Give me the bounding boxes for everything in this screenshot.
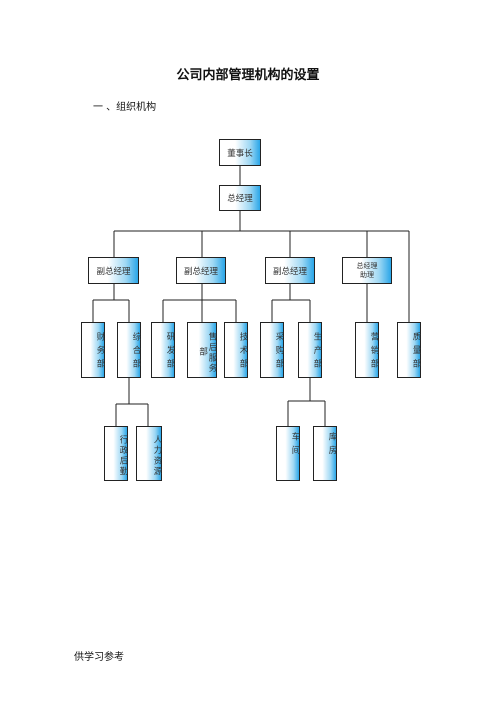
after-sales-dept-box: 售后服务部 — [187, 322, 217, 378]
technology-dept-box: 技术部 — [224, 322, 248, 378]
admin-logistics-box: 行政后勤 — [104, 426, 128, 481]
gm-assistant-line1: 总经理 — [356, 262, 378, 271]
vice-general-manager-box-3: 副总经理 — [265, 257, 315, 284]
general-affairs-dept-box: 综合部 — [117, 322, 141, 378]
marketing-dept-box: 营销部 — [355, 322, 379, 378]
section-heading: 一 、组织机构 — [93, 102, 157, 113]
warehouse-box: 库房 — [313, 426, 337, 481]
gm-assistant-line2: 助理 — [360, 270, 374, 279]
footer-note: 供学习参考 — [74, 652, 124, 663]
workshop-box: 车间 — [276, 426, 300, 481]
finance-dept-box: 财务部 — [81, 322, 105, 378]
chairman-box: 董事长 — [219, 139, 261, 166]
general-manager-box: 总经理 — [219, 185, 261, 211]
quality-dept-box: 质量部 — [397, 322, 421, 378]
vice-general-manager-box-2: 副总经理 — [176, 257, 226, 284]
page-title: 公司内部管理机构的设置 — [176, 68, 320, 83]
human-resources-box: 人力资源 — [136, 426, 162, 481]
vice-general-manager-box-1: 副总经理 — [88, 257, 139, 284]
purchasing-dept-box: 采购部 — [260, 322, 284, 378]
gm-assistant-box: 总经理 助理 — [342, 257, 392, 284]
rnd-dept-box: 研发部 — [151, 322, 175, 378]
production-dept-box: 生产部 — [298, 322, 322, 378]
